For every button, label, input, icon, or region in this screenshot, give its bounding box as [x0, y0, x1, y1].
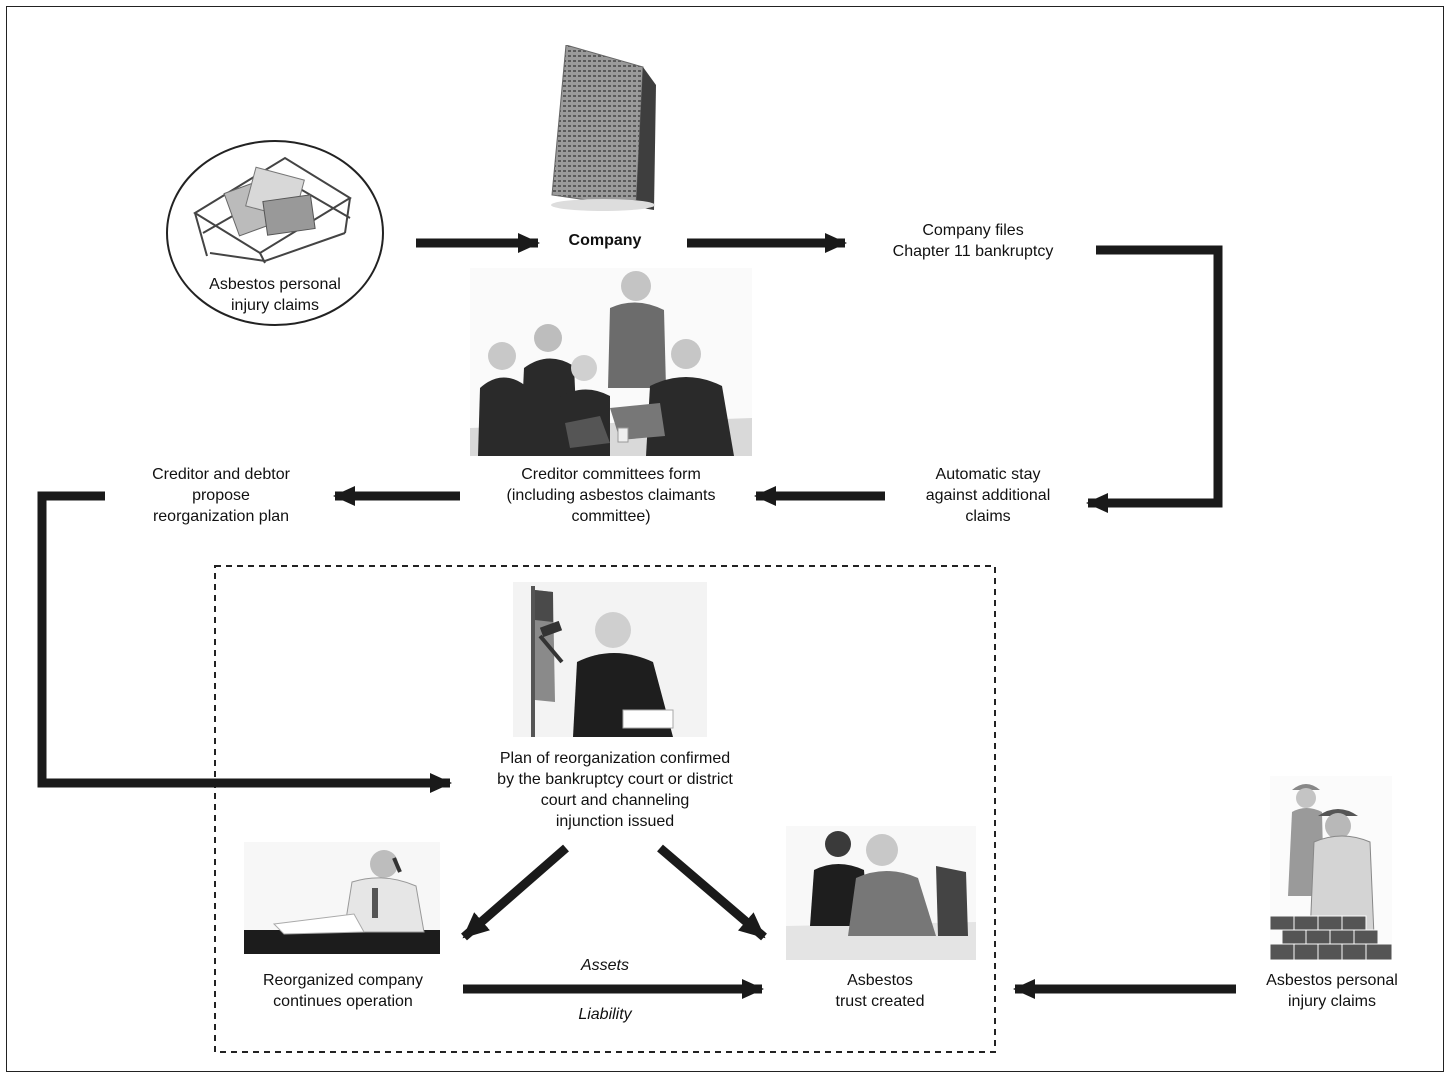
office-building-icon: [548, 44, 658, 215]
edge-label-assets: Assets: [580, 957, 629, 974]
diagram-frame: [6, 6, 1444, 1072]
construction-workers-icon: [1269, 776, 1393, 961]
arrow-chapter11-to-stay: [1086, 245, 1223, 513]
node-claims-bottom: Asbestos personal injury claims: [1266, 972, 1398, 1010]
node-plan-confirmed: Plan of reorganization confirmed by the …: [497, 750, 733, 830]
businessman-phone-icon: [244, 842, 440, 954]
business-meeting-icon: [470, 268, 752, 456]
judge-gavel-icon: [513, 582, 707, 737]
arrow-confirmation-to-reorg: [461, 844, 569, 941]
node-reorg-company: Reorganized company continues operation: [262, 972, 424, 1010]
node-auto-stay: Automatic stay against additional claims: [925, 466, 1051, 525]
node-chapter11: Company files Chapter 11 bankruptcy: [892, 222, 1054, 260]
node-company: Company: [568, 232, 642, 249]
node-claims-top: Asbestos personal injury claims: [209, 276, 341, 314]
court-process-boundary: [214, 565, 996, 1053]
inbox-tray-icon: [166, 140, 384, 326]
arrow-confirmation-to-trust: [657, 844, 767, 941]
node-propose-plan: Creditor and debtor propose reorganizati…: [152, 466, 290, 525]
trust-meeting-icon: [786, 826, 976, 960]
node-trust: Asbestos trust created: [835, 972, 925, 1010]
node-committees: Creditor committees form (including asbe…: [506, 466, 716, 525]
edge-label-liability: Liability: [578, 1006, 632, 1023]
arrow-plan-to-confirmation: [37, 491, 452, 793]
claims-circle: [165, 138, 385, 328]
